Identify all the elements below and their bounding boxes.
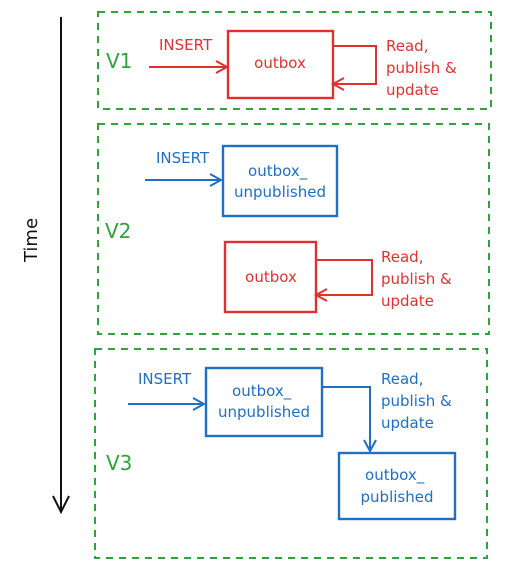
v2-insert-label: INSERT [156, 149, 210, 167]
v3-outbox-unpublished-box [204, 366, 324, 438]
v2-outbox-unpublished-line-2: unpublished [234, 183, 326, 201]
v2-outbox-unpublished-label: outbox_ unpublished [234, 162, 326, 201]
version-v2-frame [97, 123, 490, 335]
v1-action-line-3: update [386, 81, 439, 99]
v2-action-line-2: publish & [381, 270, 452, 288]
version-v2-group: V2 INSERT outbox_ unpublished outbox Rea… [97, 123, 490, 335]
v3-outbox-published-line-1: outbox_ [365, 466, 425, 485]
v2-insert-arrowhead [209, 173, 224, 187]
v3-outbox-unpublished-line-1: outbox_ [232, 382, 292, 401]
version-v1-label: V1 [106, 49, 132, 73]
v3-insert-arrowhead [192, 397, 207, 411]
v2-outbox-unpublished-line-1: outbox_ [248, 162, 308, 181]
v3-outbox-published-box [337, 451, 457, 521]
version-v1-group: V1 INSERT outbox Read, publish & update [97, 11, 492, 110]
time-axis: Time [21, 17, 70, 515]
version-v3-label: V3 [106, 451, 132, 475]
time-axis-arrowhead [52, 495, 70, 515]
version-v3-frame [94, 348, 488, 559]
v2-loop-arrowhead [313, 288, 328, 302]
v1-insert-label: INSERT [159, 36, 213, 54]
v2-outbox-box [223, 240, 318, 314]
v3-action-text: Read, publish & update [381, 370, 456, 432]
v3-outbox-published-label: outbox_ published [361, 466, 434, 506]
v2-outbox-unpublished-box [221, 144, 339, 218]
version-v2-label: V2 [105, 219, 131, 243]
version-v1-frame [97, 11, 492, 110]
v1-action-line-2: publish & [386, 59, 457, 77]
v2-action-line-1: Read, [381, 248, 423, 266]
time-axis-label: Time [21, 218, 42, 263]
v3-publish-arrow [322, 386, 371, 450]
version-v3-group: V3 INSERT outbox_ unpublished Read, publ… [94, 348, 488, 559]
v1-outbox-label: outbox [254, 54, 306, 72]
v3-insert-label: INSERT [138, 370, 192, 388]
v2-action-line-3: update [381, 292, 434, 310]
v2-outbox-label: outbox [245, 268, 297, 286]
v3-publish-arrowhead [363, 439, 377, 454]
v1-action-text: Read, publish & update [386, 37, 461, 99]
v3-outbox-unpublished-label: outbox_ unpublished [218, 382, 310, 421]
v1-loop-arrowhead [330, 77, 345, 91]
v3-action-line-2: publish & [381, 392, 452, 410]
v2-action-text: Read, publish & update [381, 248, 456, 310]
v1-action-line-1: Read, [386, 37, 428, 55]
v3-outbox-published-line-2: published [361, 488, 434, 506]
v2-loop-arrow [316, 259, 373, 296]
v3-action-line-1: Read, [381, 370, 423, 388]
v1-outbox-box [226, 29, 335, 100]
v1-loop-arrow [333, 45, 377, 85]
v3-action-line-3: update [381, 414, 434, 432]
v3-outbox-unpublished-line-2: unpublished [218, 403, 310, 421]
